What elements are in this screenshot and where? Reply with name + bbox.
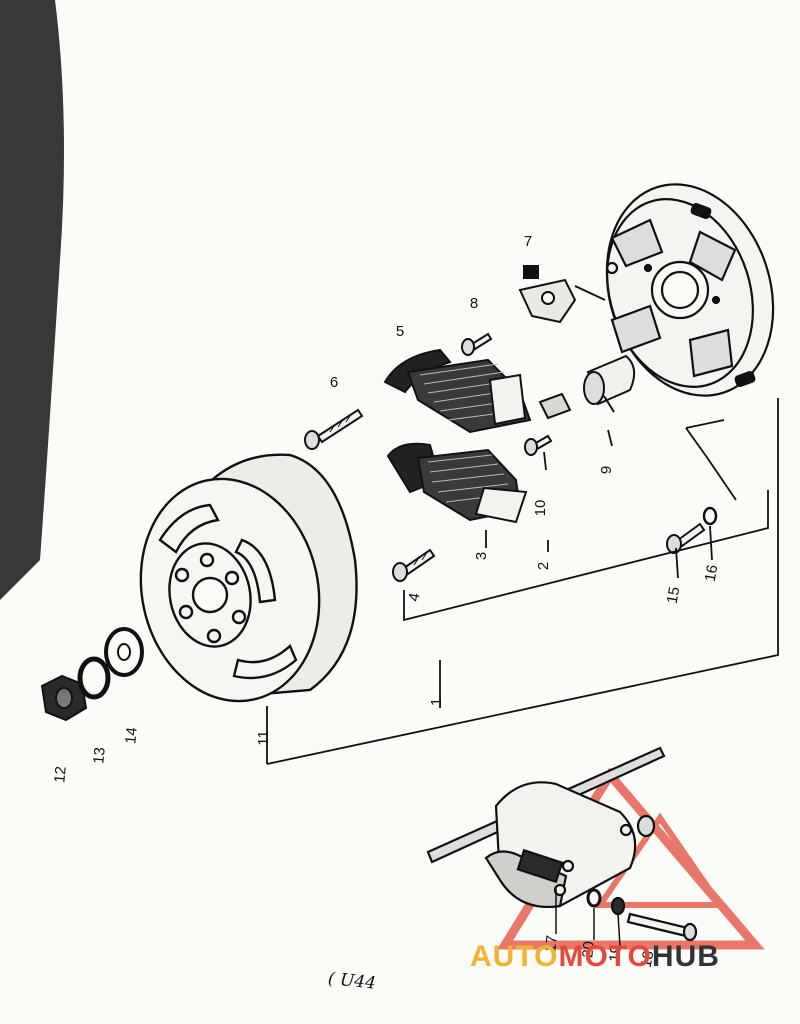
felt-block [538,392,572,420]
part-label-5: 5 [396,323,404,340]
part-label-9: 9 [598,466,615,474]
condenser [583,354,636,413]
lighting-coil-upper [383,348,532,434]
scan-shadow [0,0,64,600]
part-label-13: 13 [90,747,108,765]
part-label-6: 6 [330,374,338,391]
part-label-11: 11 [255,730,272,746]
watermark-auto: AUTO [470,940,559,973]
part-label-20: 20 [579,941,597,959]
screw-6 [304,408,364,450]
screw-10 [524,434,553,456]
screw-15 [666,522,706,554]
screw-8 [461,332,493,356]
washer-14 [104,627,144,677]
part-label-2: 2 [535,562,552,570]
part-label-10: 10 [532,500,549,517]
part-label-14: 14 [122,727,140,745]
ignition-coil-inset [426,746,698,947]
screw-4 [392,548,436,582]
contact-breaker [518,265,606,324]
lock-washer-13 [77,656,111,700]
part-label-18: 18 [638,950,658,969]
part-label-15: 15 [664,586,684,605]
nut-12 [40,674,88,722]
part-label-16: 16 [702,564,722,583]
watermark-moto: MOTO [558,940,652,973]
part-label-8: 8 [470,295,478,312]
part-label-7: 7 [524,233,532,250]
part-label-4: 4 [405,592,423,603]
assembly-brackets [266,398,779,765]
ignition-coil-lower [386,442,528,524]
washer-16 [702,506,718,526]
watermark-text: AUTOMOTOHUB [470,940,720,974]
watermark-hub: HUB [651,940,720,973]
flywheel-rotor [139,453,358,703]
part-label-12: 12 [51,766,69,784]
part-label-1: 1 [428,698,445,706]
part-label-3: 3 [473,552,490,560]
figure-code: ( U44 [327,969,377,994]
part-label-19: 19 [606,945,624,963]
stator-plate [605,183,775,397]
part-label-17: 17 [542,935,560,953]
